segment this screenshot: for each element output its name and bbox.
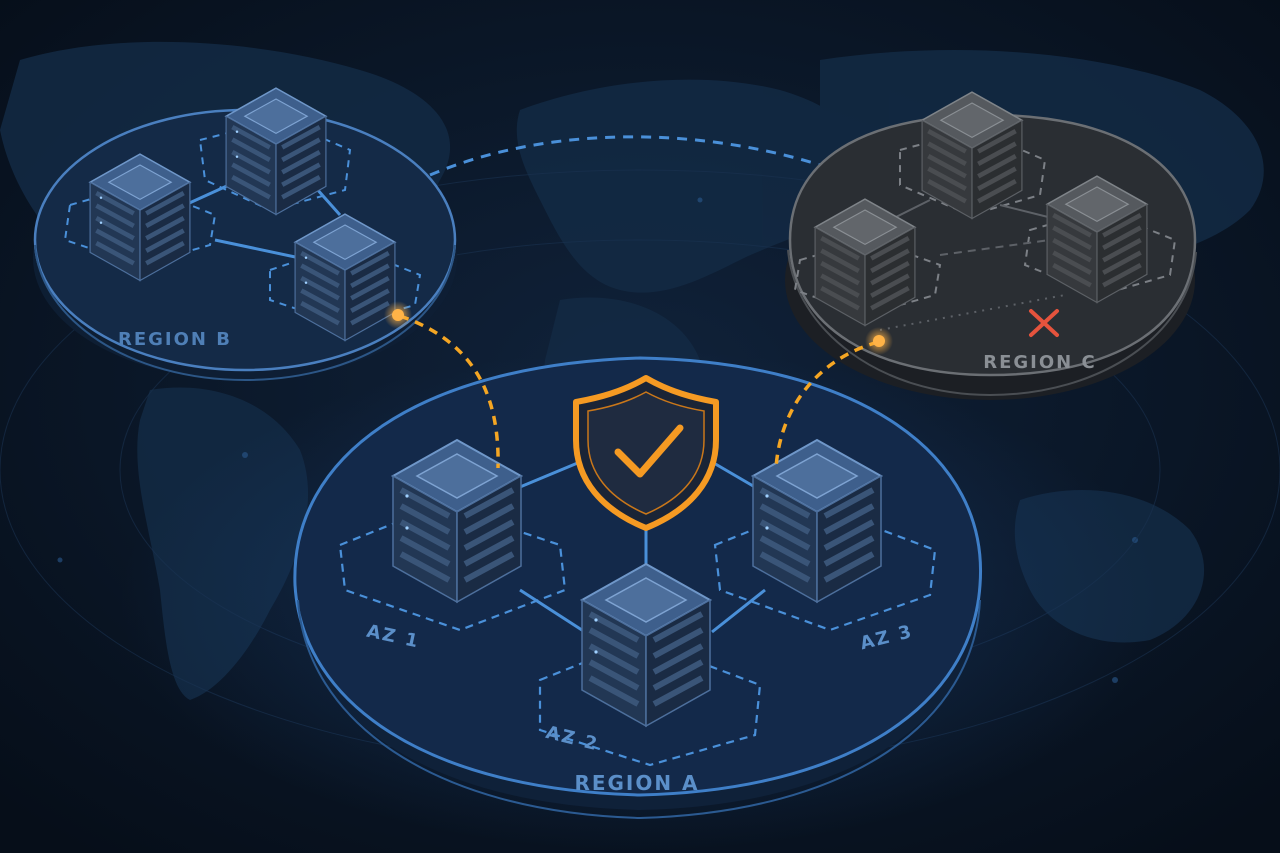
shield-check-icon — [573, 375, 719, 531]
region-b-label: REGION B — [118, 329, 232, 350]
region-c-label: REGION C — [983, 352, 1096, 373]
region-a-label: REGION A — [574, 771, 699, 795]
replication-endpoint-region-c — [865, 327, 893, 355]
replication-link-region-a-region-c — [774, 340, 879, 469]
link-az3-hub — [711, 460, 761, 492]
x-mark-icon — [1029, 309, 1059, 337]
az-2-zone — [538, 638, 762, 767]
link-az2-az3 — [711, 588, 766, 634]
az-3-zone — [713, 503, 937, 632]
link-az1-hub — [519, 460, 581, 489]
region-b: REGION B — [33, 88, 457, 382]
link-az1-az2 — [519, 588, 586, 634]
replication-endpoint-region-b — [384, 301, 412, 329]
replication-link-region-a-region-b — [399, 314, 500, 469]
link-region-b-region-c — [429, 135, 836, 177]
region-a: AZ 1 AZ 2 AZ 3 REGION A — [120, 350, 1160, 850]
